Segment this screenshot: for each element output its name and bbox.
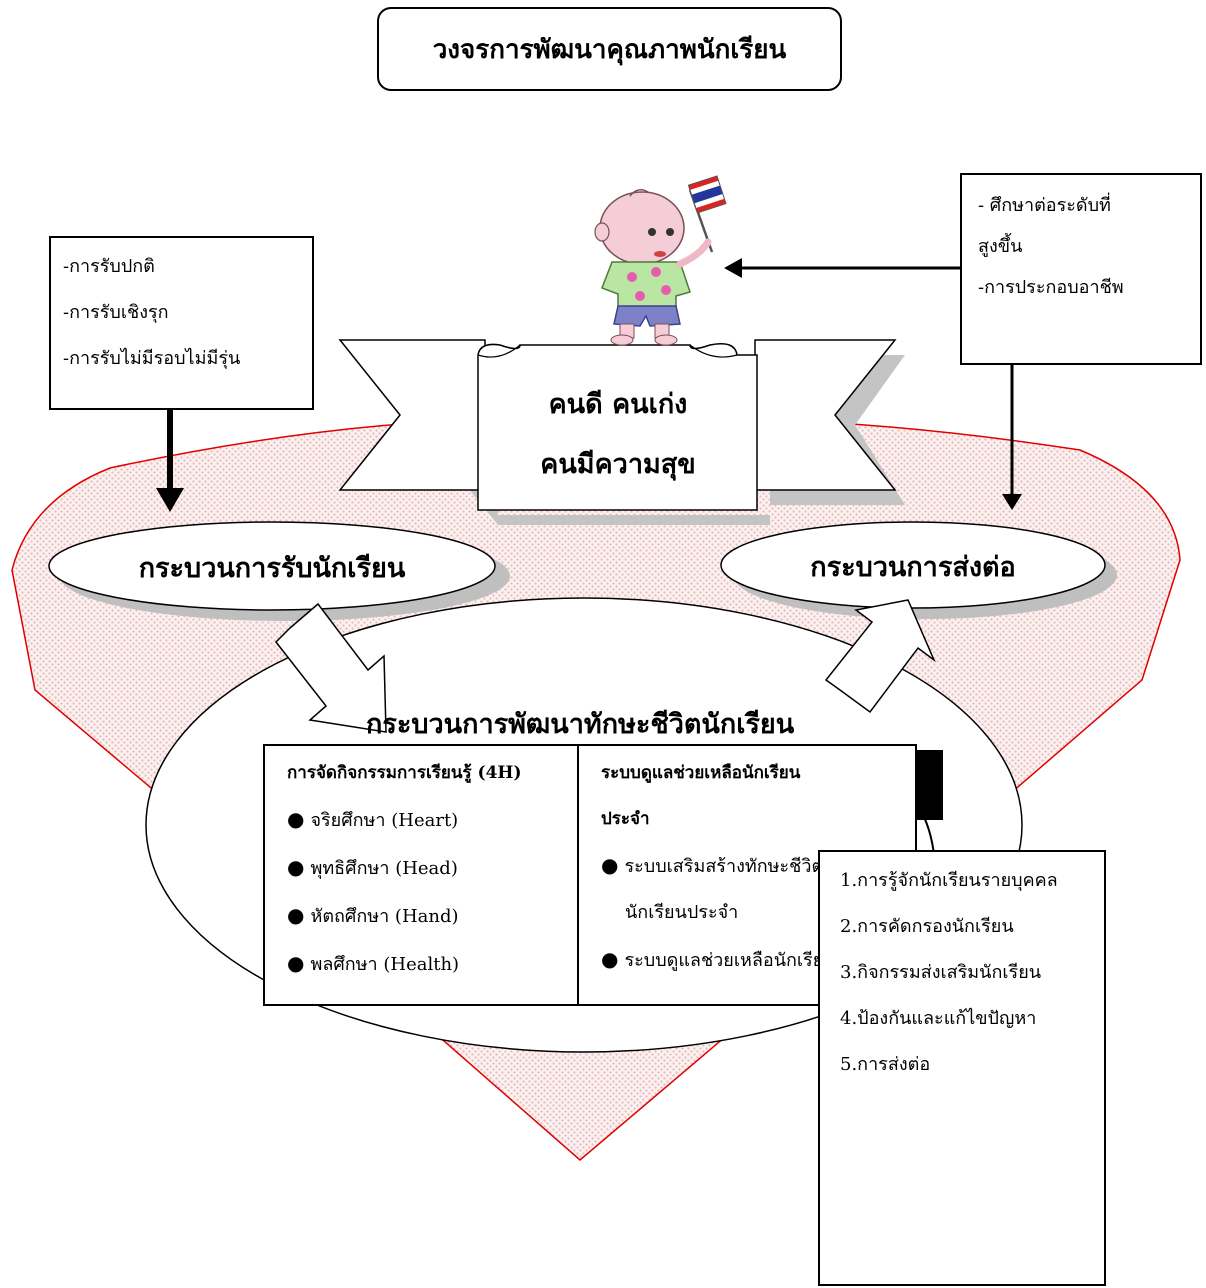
admission-types-box: -การรับปกติ -การรับเชิงรุก -การรับไม่มีร… <box>49 236 314 410</box>
learning-activities-panel: การจัดกิจกรรมการเรียนรู้ (4H) ●จริยศึกษา… <box>263 744 579 1006</box>
admission-process-label: กระบวนการรับนักเรียน <box>138 553 406 584</box>
referral-destination-item: - ศึกษาต่อระดับที่ <box>978 195 1111 216</box>
list-item: ●หัตถศึกษา (Hand) <box>287 903 459 927</box>
diagram-title: วงจรการพัฒนาคุณภาพนักเรียน <box>377 7 842 91</box>
referral-destination-item: สูงขึ้น <box>978 236 1023 257</box>
learning-activities-heading: การจัดกิจกรรมการเรียนรู้ (4H) <box>287 763 522 783</box>
referral-process-label: กระบวนการส่งต่อ <box>810 552 1016 583</box>
banner-ribbon-left <box>338 339 486 491</box>
hollow-arrow-in <box>275 602 387 733</box>
hollow-arrow-out <box>824 599 936 714</box>
admission-arrow-head <box>156 488 184 512</box>
care-step-item: 1.การรู้จักนักเรียนรายบุคคล <box>840 870 1058 891</box>
care-system-heading: ระบบดูแลช่วยเหลือนักเรียน <box>601 763 801 783</box>
referral-ellipse <box>720 521 1106 609</box>
bullet-icon: ● <box>287 855 305 879</box>
banner-ribbon-right <box>754 339 897 491</box>
list-item: ●พลศึกษา (Health) <box>287 951 460 975</box>
referral-destinations-box: - ศึกษาต่อระดับที่ สูงขึ้น -การประกอบอาช… <box>960 173 1202 365</box>
admission-type-item: -การรับปกติ <box>63 256 155 277</box>
bullet-icon: ● <box>287 807 305 831</box>
care-steps-box: 1.การรู้จักนักเรียนรายบุคคล 2.การคัดกรอง… <box>818 850 1106 1286</box>
care-step-item: 4.ป้องกันและแก้ไขปัญหา <box>840 1008 1037 1029</box>
care-step-item: 5.การส่งต่อ <box>840 1054 931 1075</box>
admission-type-item: -การรับเชิงรุก <box>63 302 169 323</box>
development-process-label: กระบวนการพัฒนาทักษะชีวิตนักเรียน <box>366 709 795 740</box>
bullet-icon: ● <box>601 947 619 971</box>
list-item: ●พุทธิศึกษา (Head) <box>287 855 458 879</box>
admission-type-item: -การรับไม่มีรอบไม่มีรุ่น <box>63 348 241 369</box>
bullet-icon: ● <box>287 903 305 927</box>
banner-line-2: คนมีความสุข <box>540 449 696 480</box>
banner-curl-right <box>689 344 738 358</box>
bullet-icon: ● <box>601 853 619 877</box>
care-step-item: 2.การคัดกรองนักเรียน <box>840 916 1014 937</box>
child-arrow-head <box>724 258 742 278</box>
care-step-item: 3.กิจกรรมส่งเสริมนักเรียน <box>840 962 1042 983</box>
list-item: ●จริยศึกษา (Heart) <box>287 807 459 831</box>
list-item: ●ระบบเสริมสร้างทักษะชีวิต <box>601 853 824 877</box>
banner-text: คนดี คนเก่ง คนมีความสุข <box>480 375 756 495</box>
banner-line-1: คนดี คนเก่ง <box>548 389 688 420</box>
referral-arrow-head <box>1002 494 1022 510</box>
banner-curl-left <box>477 344 521 358</box>
care-system-heading-cont: ประจำ <box>601 809 650 829</box>
admission-ellipse <box>48 521 496 611</box>
referral-destination-item: -การประกอบอาชีพ <box>978 277 1124 298</box>
list-item-cont: นักเรียนประจำ <box>625 902 739 923</box>
list-item: ●ระบบดูแลช่วยเหลือนักเรียน <box>601 947 836 971</box>
bullet-icon: ● <box>287 951 305 975</box>
child-figure <box>594 175 727 346</box>
